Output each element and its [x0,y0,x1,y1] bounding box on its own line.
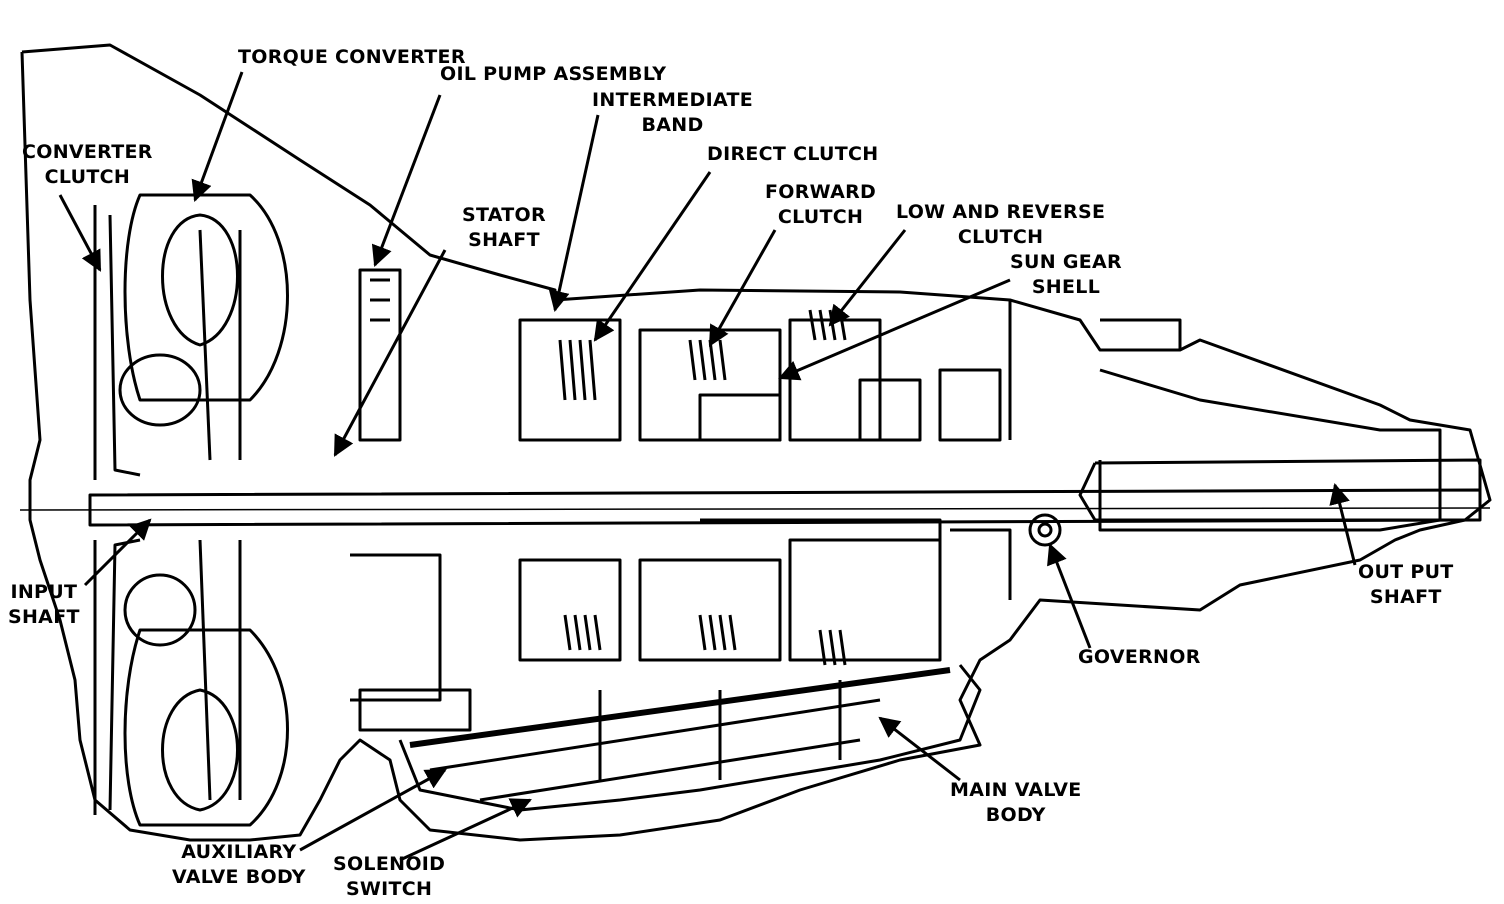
label-input-line1: INPUT [10,581,78,603]
label-main-valve-line1: MAIN VALVE [950,779,1082,801]
leader-sun-gear-shell [778,278,1011,381]
leader-governor [1047,543,1092,649]
label-forward-clutch-line1: FORWARD [765,181,877,203]
label-out-put-shaft: OUT PUT SHAFT [1358,560,1454,610]
leader-solenoid-switch [399,798,532,862]
label-aux-line2: VALVE BODY [172,866,306,888]
label-low-reverse-line2: CLUTCH [957,226,1044,248]
label-sun-gear-shell: SUN GEAR SHELL [1010,250,1122,300]
label-intermediate-band: INTERMEDIATE BAND [592,88,753,138]
label-sun-gear-line1: SUN GEAR [1010,251,1122,273]
label-aux-line1: AUXILIARY [181,841,297,863]
leader-direct-clutch [593,171,712,342]
label-output-line2: SHAFT [1369,586,1442,608]
label-main-valve-line2: BODY [985,804,1046,826]
label-stator-line1: STATOR [462,204,546,226]
label-oil-pump-assembly: OIL PUMP ASSEMBLY [440,63,667,85]
label-direct-clutch: DIRECT CLUTCH [707,143,879,165]
leader-low-reverse-clutch [828,229,907,327]
label-solenoid-line2: SWITCH [345,878,433,900]
label-forward-clutch: FORWARD CLUTCH [765,180,876,230]
label-converter-clutch: CONVERTER CLUTCH [22,140,153,190]
label-input-shaft: INPUT SHAFT [8,580,80,630]
label-converter-clutch-line1: CONVERTER [22,141,153,163]
leader-auxiliary-valve-body [299,768,447,852]
leader-oil-pump [371,94,442,267]
label-low-and-reverse-clutch: LOW AND REVERSE CLUTCH [896,200,1105,250]
label-intermediate-band-line2: BAND [641,114,704,136]
label-input-line2: SHAFT [8,606,80,628]
leader-lines [58,71,1357,862]
leader-intermediate-band [548,114,600,313]
label-sun-gear-line2: SHELL [1031,276,1101,298]
leader-out-put-shaft [1329,482,1357,566]
leader-converter-clutch [58,194,102,272]
label-solenoid-line1: SOLENOID [333,853,446,875]
transmission-case-outline [19,43,1492,842]
label-forward-clutch-line2: CLUTCH [777,206,864,228]
leader-input-shaft [83,518,152,587]
leader-stator-shaft [333,249,447,457]
leader-torque-converter [191,71,244,202]
label-low-reverse-line1: LOW AND REVERSE [896,201,1106,223]
label-stator-line2: SHAFT [468,229,540,251]
leader-forward-clutch [708,229,777,347]
label-stator-shaft: STATOR SHAFT [462,203,546,253]
label-torque-converter: TORQUE CONVERTER [238,46,466,68]
label-converter-clutch-line2: CLUTCH [44,166,131,188]
label-governor: GOVERNOR [1078,646,1201,668]
label-auxiliary-valve-body: AUXILIARY VALVE BODY [172,840,306,890]
label-main-valve-body: MAIN VALVE BODY [950,778,1082,828]
leader-main-valve-body [878,716,961,782]
label-intermediate-band-line1: INTERMEDIATE [592,89,754,111]
label-output-line1: OUT PUT [1358,561,1454,583]
label-solenoid-switch: SOLENOID SWITCH [333,852,445,902]
